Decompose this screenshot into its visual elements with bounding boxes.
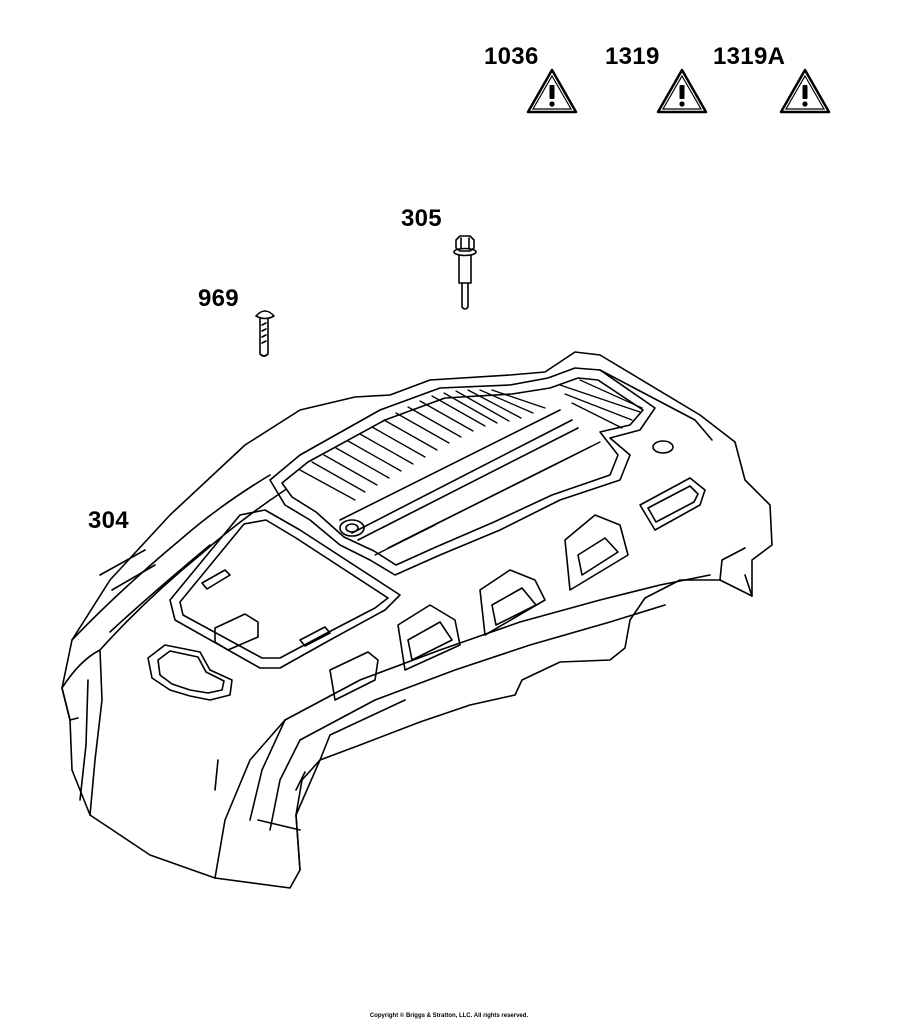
engine-cover-304 — [61, 351, 773, 889]
warning-triangle-icon — [779, 68, 831, 114]
warning-ref-1036: 1036 — [484, 43, 539, 70]
warning-triangle-icon — [526, 68, 578, 114]
warning-ref-1319a: 1319A — [713, 43, 786, 70]
part-label-969: 969 — [198, 285, 239, 312]
part-label-305: 305 — [401, 205, 442, 232]
copyright-footer: Copyright © Briggs & Stratton, LLC. All … — [369, 1013, 529, 1019]
part-label-304: 304 — [88, 507, 129, 534]
flange-bolt-305 — [453, 235, 477, 310]
warning-triangle-icon — [656, 68, 708, 114]
screw-969 — [255, 310, 275, 357]
warning-ref-1319: 1319 — [605, 43, 660, 70]
grille-slats — [299, 379, 643, 556]
